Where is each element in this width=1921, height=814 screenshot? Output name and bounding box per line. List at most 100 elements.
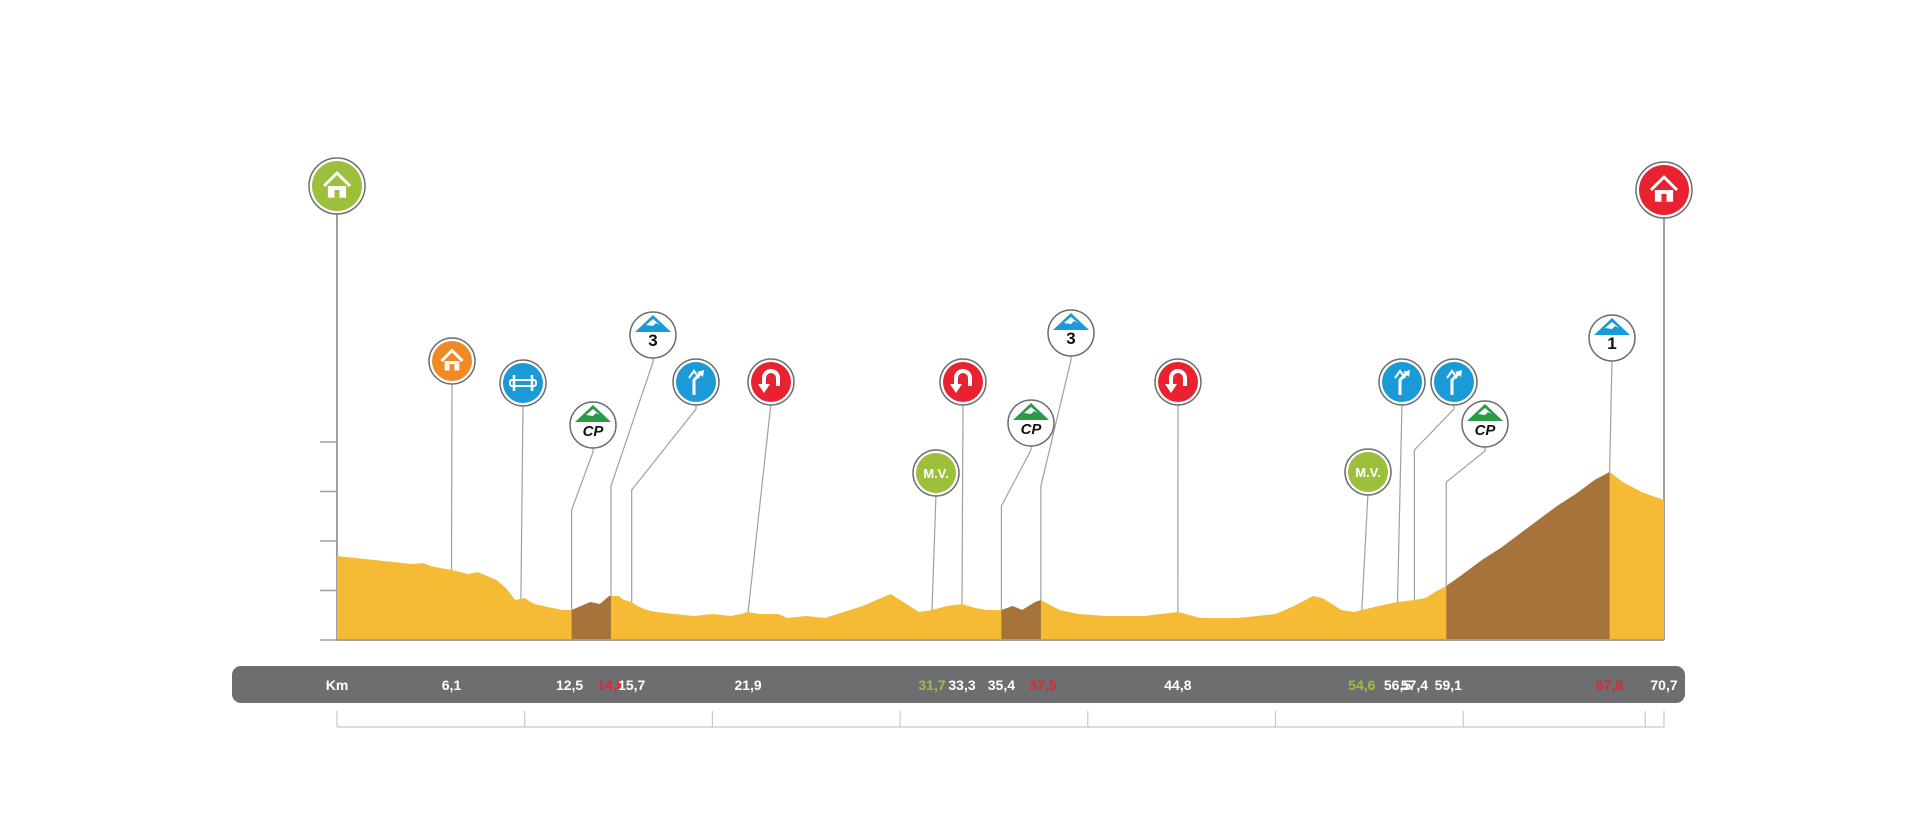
icon-bridge-deck [509, 379, 537, 387]
icon-disc [943, 362, 983, 402]
icon-uturn-curve [1169, 369, 1187, 386]
leader-line [961, 402, 964, 605]
icon-label: CP [1475, 422, 1497, 439]
leader-line [931, 493, 937, 611]
icon-turn-straight-arrow [1394, 369, 1406, 379]
icon-roof [440, 349, 464, 363]
leader-line [610, 356, 654, 596]
icon-disc [1434, 362, 1474, 402]
leader-line [1361, 492, 1369, 611]
icon-door [449, 364, 455, 371]
icon-label: 1 [1607, 334, 1616, 353]
leader-line [520, 403, 524, 599]
icon-uturn-arrowhead [1165, 384, 1177, 393]
icon-uturn-curve [762, 369, 780, 386]
icon-snowcap [646, 319, 660, 326]
icon-uturn-arrowhead [950, 384, 962, 393]
right-turn-icon [1430, 358, 1478, 406]
checkpoint-icon: CP [569, 401, 617, 449]
km-bar [232, 666, 1685, 703]
checkpoint-icon: CP [1007, 399, 1055, 447]
km-label: 54,6 [1348, 677, 1375, 693]
house-icon [428, 337, 476, 385]
mv-icon: M.V. [912, 449, 960, 497]
km-label: 33,3 [948, 677, 975, 693]
icon-label: CP [583, 423, 605, 440]
marker-leaders [450, 354, 1613, 613]
km-label: 21,9 [734, 677, 761, 693]
icon-snowcap [1605, 322, 1619, 329]
mountain-cat1-icon: 1 [1588, 314, 1636, 362]
icon-turn-straight-arrow [1446, 369, 1458, 379]
km-label: 70,7 [1650, 677, 1677, 693]
bottom-ruler [336, 711, 1665, 728]
leader-line [631, 403, 697, 602]
icon-label: 3 [648, 331, 657, 350]
leader-line [1445, 445, 1486, 586]
icon-turn-arrowhead [697, 370, 704, 377]
icon-door [334, 189, 340, 198]
u-turn-icon [1154, 358, 1202, 406]
mv-icon: M.V. [1344, 448, 1392, 496]
km-label: 14,6 [597, 677, 624, 693]
icon-turn-shaft [1450, 371, 1461, 395]
icon-snowcap [1478, 408, 1492, 415]
icon-turn-straight-arrow [688, 369, 700, 379]
right-turn-icon [672, 358, 720, 406]
marker-icons: CP 3M.V. CP 3M.V. CP 1 [308, 157, 1693, 497]
icon-disc [751, 362, 791, 402]
km-label: 15,7 [618, 677, 645, 693]
icon-label: M.V. [923, 466, 949, 481]
icon-label: 3 [1066, 329, 1075, 348]
u-turn-icon [747, 358, 795, 406]
icon-turn-arrowhead [1403, 370, 1410, 377]
km-label: 37,5 [1029, 677, 1056, 693]
leader-line [570, 446, 594, 610]
leader-line [1000, 444, 1032, 610]
profile-area [337, 472, 1664, 641]
icon-snowcap [1064, 317, 1078, 324]
km-label: Km [326, 677, 349, 693]
u-turn-icon [939, 358, 987, 406]
leader-line [1609, 358, 1613, 473]
icon-label: M.V. [1355, 465, 1381, 480]
icon-turn-arrowhead [1455, 370, 1462, 377]
km-label: 12,5 [556, 677, 583, 693]
icon-label: CP [1021, 421, 1043, 438]
icon-disc [1348, 452, 1388, 492]
icon-disc [916, 453, 956, 493]
finish-home-icon [1635, 161, 1693, 219]
icon-disc [1382, 362, 1422, 402]
mountain-cat3-icon: 3 [1047, 309, 1095, 357]
icon-uturn-curve [954, 369, 972, 386]
km-label: 6,1 [442, 677, 462, 693]
mountain-cat3-icon: 3 [629, 311, 677, 359]
km-bar-background [232, 666, 1685, 703]
climb-segment [1001, 600, 1041, 640]
km-label: 67,8 [1596, 677, 1623, 693]
icon-turn-shaft [1398, 371, 1409, 395]
leader-line [450, 381, 453, 571]
icon-disc [503, 363, 543, 403]
checkpoint-icon: CP [1461, 400, 1509, 448]
icon-snowcap [586, 409, 600, 416]
climb-segment [1446, 472, 1610, 640]
leader-line [1040, 354, 1072, 600]
icon-door [1661, 193, 1667, 202]
start-home-icon [308, 157, 366, 215]
icon-disc [1158, 362, 1198, 402]
climb-segment [571, 596, 611, 640]
icon-turn-shaft [692, 371, 703, 395]
km-label: 57,4 [1401, 677, 1428, 693]
bridge-icon [499, 359, 547, 407]
leader-line [1396, 402, 1403, 603]
icon-disc [676, 362, 716, 402]
right-turn-icon [1378, 358, 1426, 406]
leader-line [1413, 403, 1455, 600]
icon-roof [322, 171, 352, 188]
km-label: 31,7 [918, 677, 945, 693]
icon-snowcap [1024, 407, 1038, 414]
